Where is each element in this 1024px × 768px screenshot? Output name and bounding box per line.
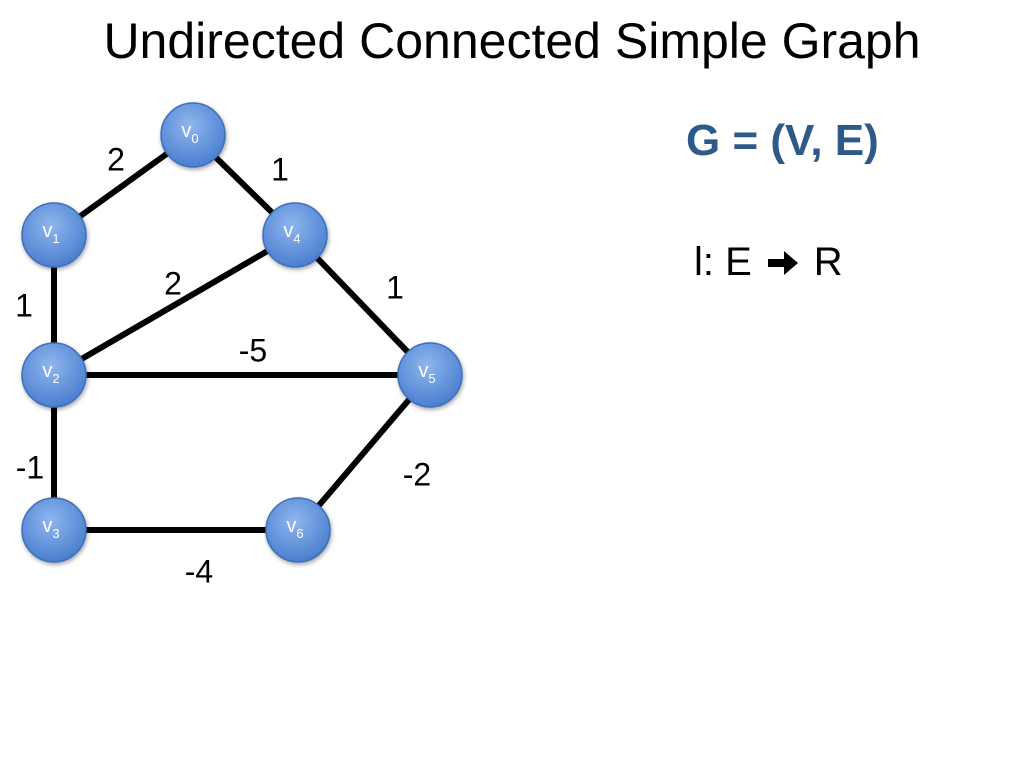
node-label-subscript: 6: [296, 526, 303, 541]
node-label-base: v: [283, 220, 293, 242]
edge-weight-v5-v6: -2: [403, 456, 431, 492]
node-label: v2: [42, 360, 59, 386]
node-label-base: v: [181, 120, 191, 142]
page-title: Undirected Connected Simple Graph: [103, 13, 921, 69]
node-label-subscript: 0: [191, 131, 198, 146]
node-label-subscript: 5: [428, 371, 435, 386]
node-label-base: v: [42, 360, 52, 382]
edge-weight-v0-v1: 2: [107, 141, 125, 177]
node-label-base: v: [286, 515, 296, 537]
node-label-subscript: 4: [293, 231, 300, 246]
node-label: v5: [418, 360, 435, 386]
node-circle: [160, 102, 226, 168]
node-v6: v6: [265, 497, 331, 563]
edge-weight-v2-v5: -5: [239, 332, 267, 368]
edge-weight-v1-v2: 1: [15, 287, 33, 323]
node-label: v6: [286, 515, 303, 541]
node-label-base: v: [418, 360, 428, 382]
edge-weight-v0-v4: 1: [271, 151, 289, 187]
node-v2: v2: [21, 342, 87, 408]
node-circle: [397, 342, 463, 408]
node-circle: [21, 342, 87, 408]
node-circle: [21, 497, 87, 563]
function-codomain: R: [813, 240, 843, 284]
edge-v2-v4: [52, 232, 297, 378]
node-label-subscript: 3: [52, 526, 59, 541]
node-circle: [262, 202, 328, 268]
node-label-base: v: [42, 220, 52, 242]
node-label: v1: [42, 220, 59, 246]
graph-definition: G = (V, E): [686, 116, 879, 165]
node-label-subscript: 2: [52, 371, 59, 386]
node-label-base: v: [42, 515, 52, 537]
node-v1: v1: [21, 202, 87, 268]
edge-weight-v3-v6: -4: [185, 553, 213, 589]
node-circle: [21, 202, 87, 268]
edge-v5-v6: [295, 373, 433, 532]
node-v3: v3: [21, 497, 87, 563]
function-domain: l: E: [694, 240, 752, 284]
arrow-right-icon: [766, 248, 800, 278]
node-label: v3: [42, 515, 59, 541]
node-v0: v0: [160, 102, 226, 168]
node-circle: [265, 497, 331, 563]
node-label-subscript: 1: [52, 231, 59, 246]
edge-weight-v4-v5: 1: [386, 269, 404, 305]
weight-function: l: E R: [694, 240, 843, 285]
edge-weight-v2-v4: 2: [164, 265, 182, 301]
node-v4: v4: [262, 202, 328, 268]
node-label: v4: [283, 220, 300, 246]
edge-weight-v2-v3: -1: [16, 449, 44, 485]
node-label: v0: [181, 120, 198, 146]
node-v5: v5: [397, 342, 463, 408]
